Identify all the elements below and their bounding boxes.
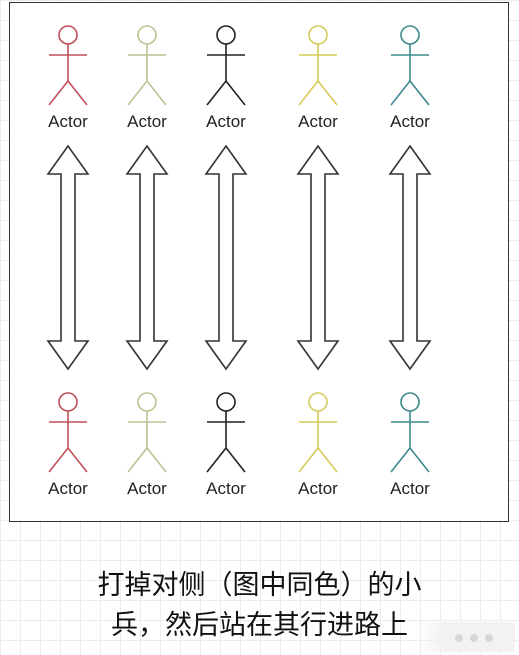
caption: 打掉对侧（图中同色）的小 兵，然后站在其行进路上 (0, 566, 519, 646)
actor-right-leg (67, 447, 88, 473)
actor-label: Actor (48, 112, 88, 131)
actor-label: Actor (298, 479, 338, 498)
actor-head (308, 392, 328, 412)
actor-label: Actor (390, 479, 430, 498)
actor-label: Actor (127, 479, 167, 498)
actor-head (216, 392, 236, 412)
double-arrow-1 (46, 144, 90, 371)
actor-right-leg (317, 80, 338, 106)
actor-label: Actor (48, 479, 88, 498)
actor-label: Actor (206, 479, 246, 498)
actor-left-leg (298, 80, 319, 106)
actor-right-leg (317, 447, 338, 473)
actor-left-leg (48, 447, 69, 473)
actor-bottom-1: Actor (48, 392, 88, 498)
double-arrow-5 (388, 144, 432, 371)
actor-head (137, 392, 157, 412)
watermark (415, 622, 515, 652)
actor-top-2: Actor (127, 25, 167, 131)
actor-label: Actor (127, 112, 167, 131)
caption-line-2: 兵，然后站在其行进路上 (111, 610, 408, 641)
actor-right-leg (67, 80, 88, 106)
actor-bottom-2: Actor (127, 392, 167, 498)
actor-top-1: Actor (48, 25, 88, 131)
actor-left-leg (48, 80, 69, 106)
actor-label: Actor (390, 112, 430, 131)
actor-left-leg (127, 447, 148, 473)
actor-head (58, 392, 78, 412)
actor-head (137, 25, 157, 45)
actor-right-leg (225, 80, 246, 106)
actor-right-leg (409, 80, 430, 106)
double-arrow-2 (125, 144, 169, 371)
actor-bottom-5: Actor (390, 392, 430, 498)
actor-right-leg (225, 447, 246, 473)
actor-bottom-3: Actor (206, 392, 246, 498)
watermark-dot (485, 634, 493, 642)
actor-head (400, 25, 420, 45)
actor-left-leg (206, 447, 227, 473)
actor-head (58, 25, 78, 45)
caption-line-1: 打掉对侧（图中同色）的小 (97, 570, 422, 601)
actor-top-3: Actor (206, 25, 246, 131)
actor-head (216, 25, 236, 45)
actor-right-leg (146, 447, 167, 473)
actor-head (308, 25, 328, 45)
actor-top-4: Actor (298, 25, 338, 131)
actor-right-leg (146, 80, 167, 106)
diagram-canvas: ActorActorActorActorActorActorActorActor… (46, 25, 432, 498)
actor-head (400, 392, 420, 412)
actor-left-leg (298, 447, 319, 473)
double-arrow-4 (296, 144, 340, 371)
actor-label: Actor (298, 112, 338, 131)
actor-top-5: Actor (390, 25, 430, 131)
actor-label: Actor (206, 112, 246, 131)
actor-left-leg (127, 80, 148, 106)
watermark-dot (455, 634, 463, 642)
double-arrow-3 (204, 144, 248, 371)
actor-bottom-4: Actor (298, 392, 338, 498)
actor-left-leg (206, 80, 227, 106)
actor-right-leg (409, 447, 430, 473)
actor-left-leg (390, 447, 411, 473)
actor-left-leg (390, 80, 411, 106)
watermark-dot (470, 634, 478, 642)
